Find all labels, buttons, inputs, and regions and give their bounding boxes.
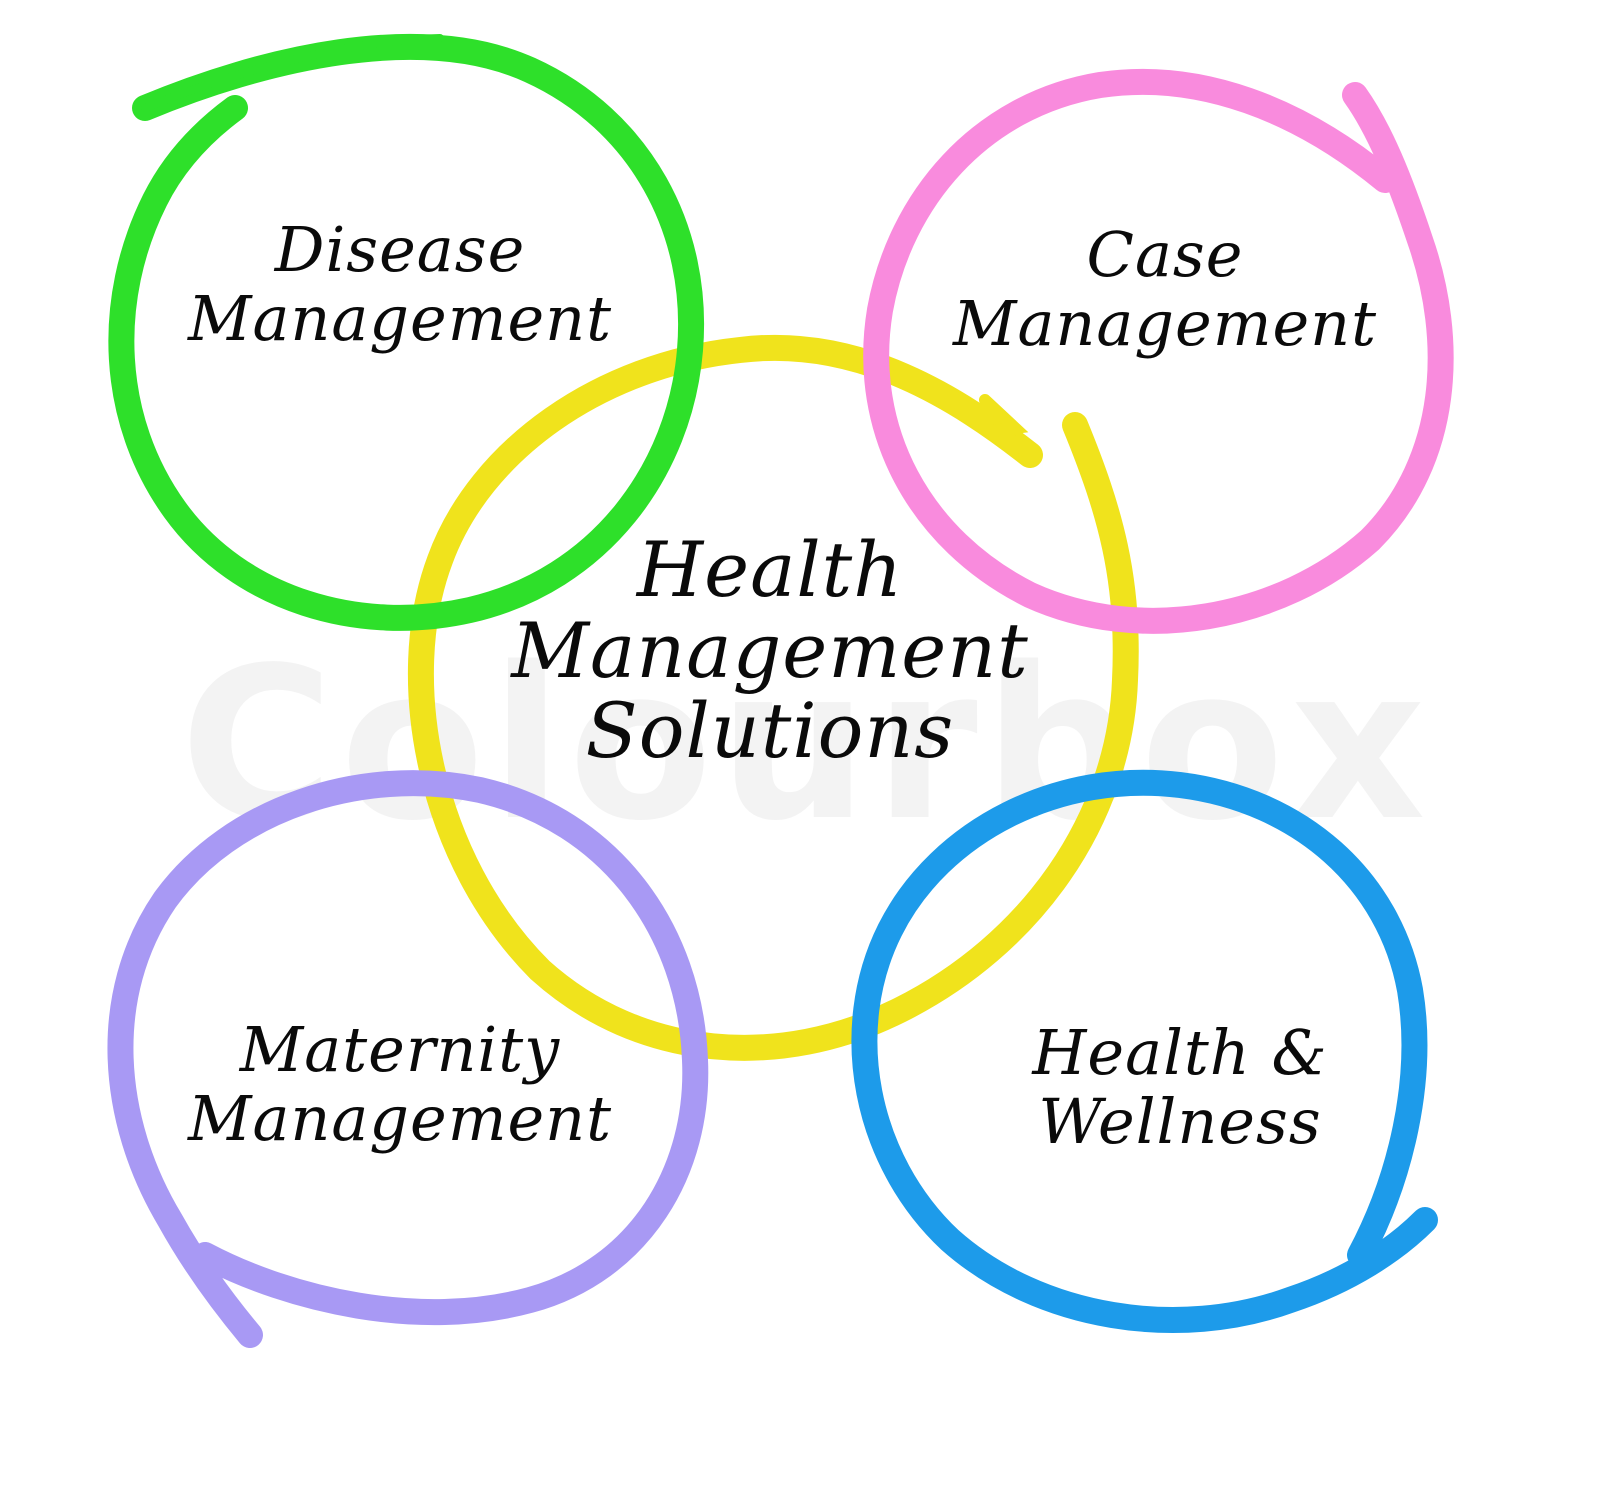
center-ring-yellow	[407, 334, 1139, 1061]
label-line: Health &	[1032, 1016, 1328, 1089]
label-line: Wellness	[1038, 1085, 1322, 1159]
health-wellness-label: Health & Wellness	[970, 1018, 1390, 1157]
case-ring-pink	[863, 68, 1454, 634]
disease-ring-green	[108, 33, 704, 631]
label-line: Management	[187, 1082, 613, 1156]
watermark: Colourbox	[180, 622, 1432, 867]
label-line: Disease	[274, 213, 526, 286]
title-line: Management	[511, 605, 1029, 695]
title-line: Health	[636, 525, 904, 614]
label-line: Maternity	[239, 1013, 561, 1086]
maternity-management-label: Maternity Management	[140, 1015, 660, 1154]
center-title: Health Management Solutions	[440, 525, 1100, 776]
label-line: Management	[952, 287, 1378, 361]
disease-management-label: Disease Management	[140, 215, 660, 354]
case-management-label: Case Management	[905, 220, 1425, 359]
label-line: Management	[187, 282, 613, 356]
title-line: Solutions	[585, 686, 955, 776]
maternity-ring-purple	[107, 770, 709, 1348]
wellness-ring-blue	[851, 769, 1438, 1333]
label-line: Case	[1086, 218, 1244, 291]
